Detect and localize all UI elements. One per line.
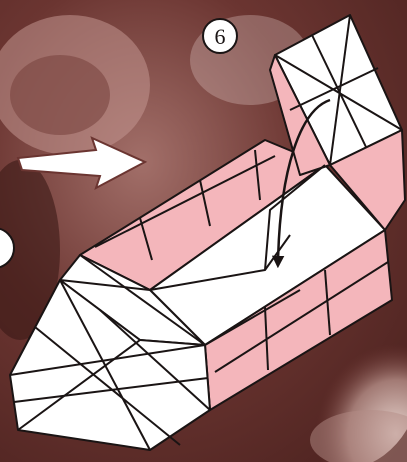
step-number: 6 [215, 24, 226, 49]
step-badge: 6 [203, 19, 237, 53]
